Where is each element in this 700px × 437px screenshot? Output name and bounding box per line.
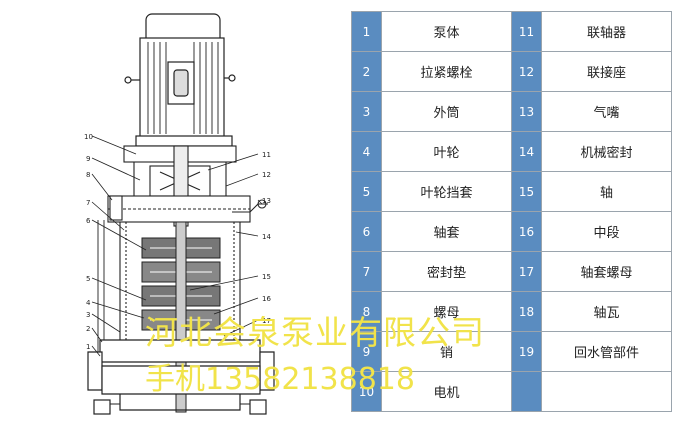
- outer-tube-drawing: [97, 195, 241, 356]
- part-number: 4: [351, 131, 382, 172]
- callout-5: 5: [86, 275, 90, 283]
- part-name: 叶轮挡套: [381, 171, 512, 212]
- callout-2: 2: [86, 325, 90, 333]
- table-row: 8 螺母 18 轴瓦: [351, 291, 672, 332]
- pump-cross-section-drawing: 10 9 8 7 6 5 4 3 2 1 11 12 13 14 15 16 1…: [84, 13, 275, 415]
- part-number: 16: [511, 211, 542, 252]
- pump-body-drawing: [87, 339, 275, 415]
- right-callout-lines: [189, 153, 263, 337]
- left-callout-lines: [91, 135, 147, 357]
- callout-11: 11: [262, 151, 271, 159]
- part-number: 6: [351, 211, 382, 252]
- right-callout-numbers: 11 12 13 14 15 16 17: [262, 151, 271, 325]
- part-name: 轴套: [381, 211, 512, 252]
- part-name: 气嘴: [541, 91, 672, 132]
- part-name: 外筒: [381, 91, 512, 132]
- callout-6: 6: [86, 217, 91, 225]
- part-name: 拉紧螺栓: [381, 51, 512, 92]
- part-number: 7: [351, 251, 382, 292]
- callout-4: 4: [86, 299, 91, 307]
- left-callout-numbers: 10 9 8 7 6 5 4 3 2 1: [84, 133, 93, 351]
- table-row: 2 拉紧螺栓 12 联接座: [351, 51, 672, 92]
- part-number: 15: [511, 171, 542, 212]
- coupling-seat-drawing: [107, 145, 251, 227]
- part-name: 电机: [381, 371, 512, 412]
- table-row: 3 外筒 13 气嘴: [351, 91, 672, 132]
- part-name: 轴: [541, 171, 672, 212]
- part-name: 轴套螺母: [541, 251, 672, 292]
- table-row: 6 轴套 16 中段: [351, 211, 672, 252]
- part-name: 中段: [541, 211, 672, 252]
- part-name: 密封垫: [381, 251, 512, 292]
- part-name: 轴瓦: [541, 291, 672, 332]
- part-number: 19: [511, 331, 542, 372]
- part-number: 18: [511, 291, 542, 332]
- table-row: 5 叶轮挡套 15 轴: [351, 171, 672, 212]
- parts-legend-table: 1 泵体 11 联轴器 2 拉紧螺栓 12 联接座 3 外筒 13 气嘴 4 叶…: [351, 11, 672, 412]
- part-number: 9: [351, 331, 382, 372]
- part-number: 8: [351, 291, 382, 332]
- table-row: 9 销 19 回水管部件: [351, 331, 672, 372]
- part-name: 联轴器: [541, 11, 672, 52]
- empty-number-cell: [511, 371, 542, 412]
- part-number: 11: [511, 11, 542, 52]
- part-name: 泵体: [381, 11, 512, 52]
- air-vent-drawing: [232, 199, 268, 213]
- part-number: 12: [511, 51, 542, 92]
- callout-3: 3: [86, 311, 90, 319]
- callout-14: 14: [262, 233, 271, 241]
- callout-1: 1: [86, 343, 90, 351]
- callout-8: 8: [86, 171, 90, 179]
- part-name: 叶轮: [381, 131, 512, 172]
- callout-9: 9: [86, 155, 90, 163]
- part-number: 2: [351, 51, 382, 92]
- motor-drawing: [124, 13, 236, 147]
- part-number: 14: [511, 131, 542, 172]
- part-name: 回水管部件: [541, 331, 672, 372]
- part-number: 13: [511, 91, 542, 132]
- callout-13: 13: [262, 197, 271, 205]
- table-row: 4 叶轮 14 机械密封: [351, 131, 672, 172]
- table-row: 7 密封垫 17 轴套螺母: [351, 251, 672, 292]
- table-row: 1 泵体 11 联轴器: [351, 11, 672, 52]
- callout-12: 12: [262, 171, 271, 179]
- part-name: 螺母: [381, 291, 512, 332]
- part-number: 1: [351, 11, 382, 52]
- part-name: 销: [381, 331, 512, 372]
- part-number: 5: [351, 171, 382, 212]
- empty-name-cell: [541, 371, 672, 412]
- part-number: 17: [511, 251, 542, 292]
- callout-7: 7: [86, 199, 90, 207]
- part-name: 机械密封: [541, 131, 672, 172]
- impeller-stages-drawing: [141, 221, 221, 413]
- table-row: 10 电机: [351, 371, 672, 412]
- callout-17: 17: [262, 317, 271, 325]
- part-number: 10: [351, 371, 382, 412]
- callout-16: 16: [262, 295, 271, 303]
- callout-15: 15: [262, 273, 271, 281]
- part-number: 3: [351, 91, 382, 132]
- part-name: 联接座: [541, 51, 672, 92]
- callout-10: 10: [84, 133, 93, 141]
